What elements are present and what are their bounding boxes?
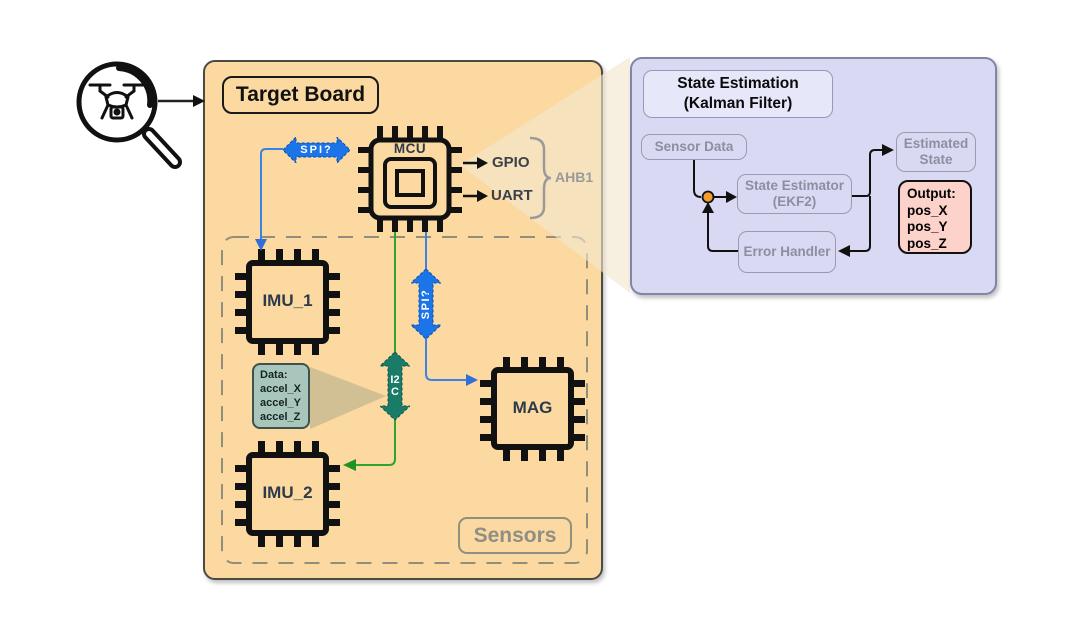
sensors-group-label-text: Sensors xyxy=(473,523,557,547)
sensor-data-label: Sensor Data xyxy=(654,139,734,154)
sensors-group-label: Sensors xyxy=(458,517,572,554)
sensor-data-node: Sensor Data xyxy=(641,134,747,160)
data-tooltip-beam xyxy=(310,367,386,429)
mag-chip-icon xyxy=(480,357,585,461)
data-tooltip-line: accel_Y xyxy=(260,397,301,409)
mcu-zoom-beam xyxy=(460,57,630,293)
state-estimator-line1: State Estimator xyxy=(744,178,845,193)
drone-glyph xyxy=(88,83,146,120)
data-tooltip-title: Data: xyxy=(260,369,288,381)
ahb1-label: AHB1 xyxy=(555,169,594,185)
spi-vertical-label: SPI? xyxy=(420,288,433,320)
mcu-chip-icon xyxy=(358,126,462,232)
gpio-label: GPIO xyxy=(492,154,530,171)
mcu-chip: MCU xyxy=(358,126,462,232)
estimated-state-line2: State xyxy=(919,152,953,167)
estimated-state-line1: Estimated xyxy=(903,136,969,151)
state-estimation-title: State Estimation (Kalman Filter) xyxy=(643,70,833,118)
state-estimation-title-line1: State Estimation xyxy=(677,75,799,92)
output-line: pos_Z xyxy=(907,235,947,251)
output-line: pos_Y xyxy=(907,219,948,234)
spi-horizontal-arrow-icon xyxy=(283,137,350,163)
uart-label: UART xyxy=(491,187,533,204)
spi-vertical-connector: SPI? xyxy=(411,269,441,339)
sensors-group-dashed-border xyxy=(221,236,588,564)
state-estimator-node: State Estimator (EKF2) xyxy=(737,174,852,214)
mag-chip: MAG xyxy=(480,357,585,461)
imu2-chip: IMU_2 xyxy=(235,441,340,547)
state-estimator-line2: (EKF2) xyxy=(772,194,817,209)
i2c-label: I2C xyxy=(390,373,400,399)
imu1-chip: IMU_1 xyxy=(235,249,340,355)
output-box: Output: pos_X pos_Y pos_Z xyxy=(898,180,972,254)
imu2-chip-icon xyxy=(235,441,340,547)
drone-magnifier-icon xyxy=(76,61,182,169)
estimated-state-node: Estimated State xyxy=(896,132,976,172)
imu1-chip-icon xyxy=(235,249,340,355)
i2c-arrow-icon xyxy=(380,352,410,420)
spi-horizontal-label: SPI? xyxy=(300,144,333,156)
data-tooltip-line: accel_Z xyxy=(260,411,301,423)
mag-label: MAG xyxy=(512,398,553,417)
mcu-label: MCU xyxy=(393,141,427,156)
output-title: Output: xyxy=(907,186,956,201)
output-line: pos_X xyxy=(907,202,948,218)
state-estimation-title-line2: (Kalman Filter) xyxy=(683,95,793,112)
i2c-connector: I2C xyxy=(380,352,410,420)
target-board-title: Target Board xyxy=(222,76,379,114)
target-board-title-text: Target Board xyxy=(235,83,366,106)
spi-horizontal-connector: SPI? xyxy=(283,137,350,163)
imu1-label: IMU_1 xyxy=(262,291,313,310)
error-handler-node: Error Handler xyxy=(738,231,836,273)
error-handler-label: Error Handler xyxy=(743,244,831,259)
data-tooltip-box: Data: accel_X accel_Y accel_Z xyxy=(252,363,310,429)
spi-vertical-arrow-icon xyxy=(411,269,441,339)
data-tooltip-line: accel_X xyxy=(260,383,301,395)
imu2-label: IMU_2 xyxy=(262,483,313,502)
